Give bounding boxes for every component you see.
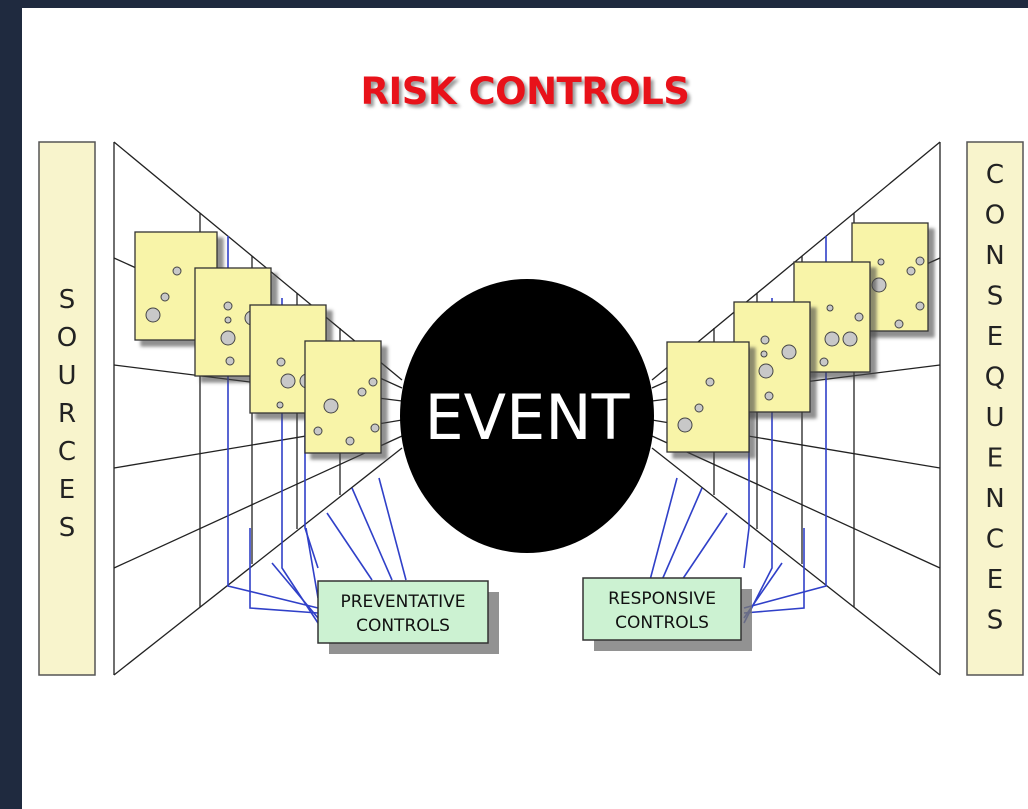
cheese-slice — [666, 341, 750, 453]
right-cheese-slices — [666, 222, 929, 453]
responsive-label-line-1: RESPONSIVE — [608, 589, 716, 609]
event-label: EVENT — [424, 381, 630, 454]
slide-title: RISK CONTROLS — [360, 70, 690, 113]
responsive-label-line-2: CONTROLS — [615, 613, 709, 633]
cheese-slice — [304, 340, 382, 454]
left-cheese-slices — [134, 231, 382, 454]
responsive-controls-box: RESPONSIVE CONTROLS — [582, 577, 752, 651]
preventative-controls-box: PREVENTATIVE CONTROLS — [317, 580, 499, 654]
preventative-label-line-2: CONTROLS — [356, 616, 450, 636]
event-node: EVENT — [400, 279, 654, 553]
preventative-label-line-1: PREVENTATIVE — [340, 592, 465, 612]
